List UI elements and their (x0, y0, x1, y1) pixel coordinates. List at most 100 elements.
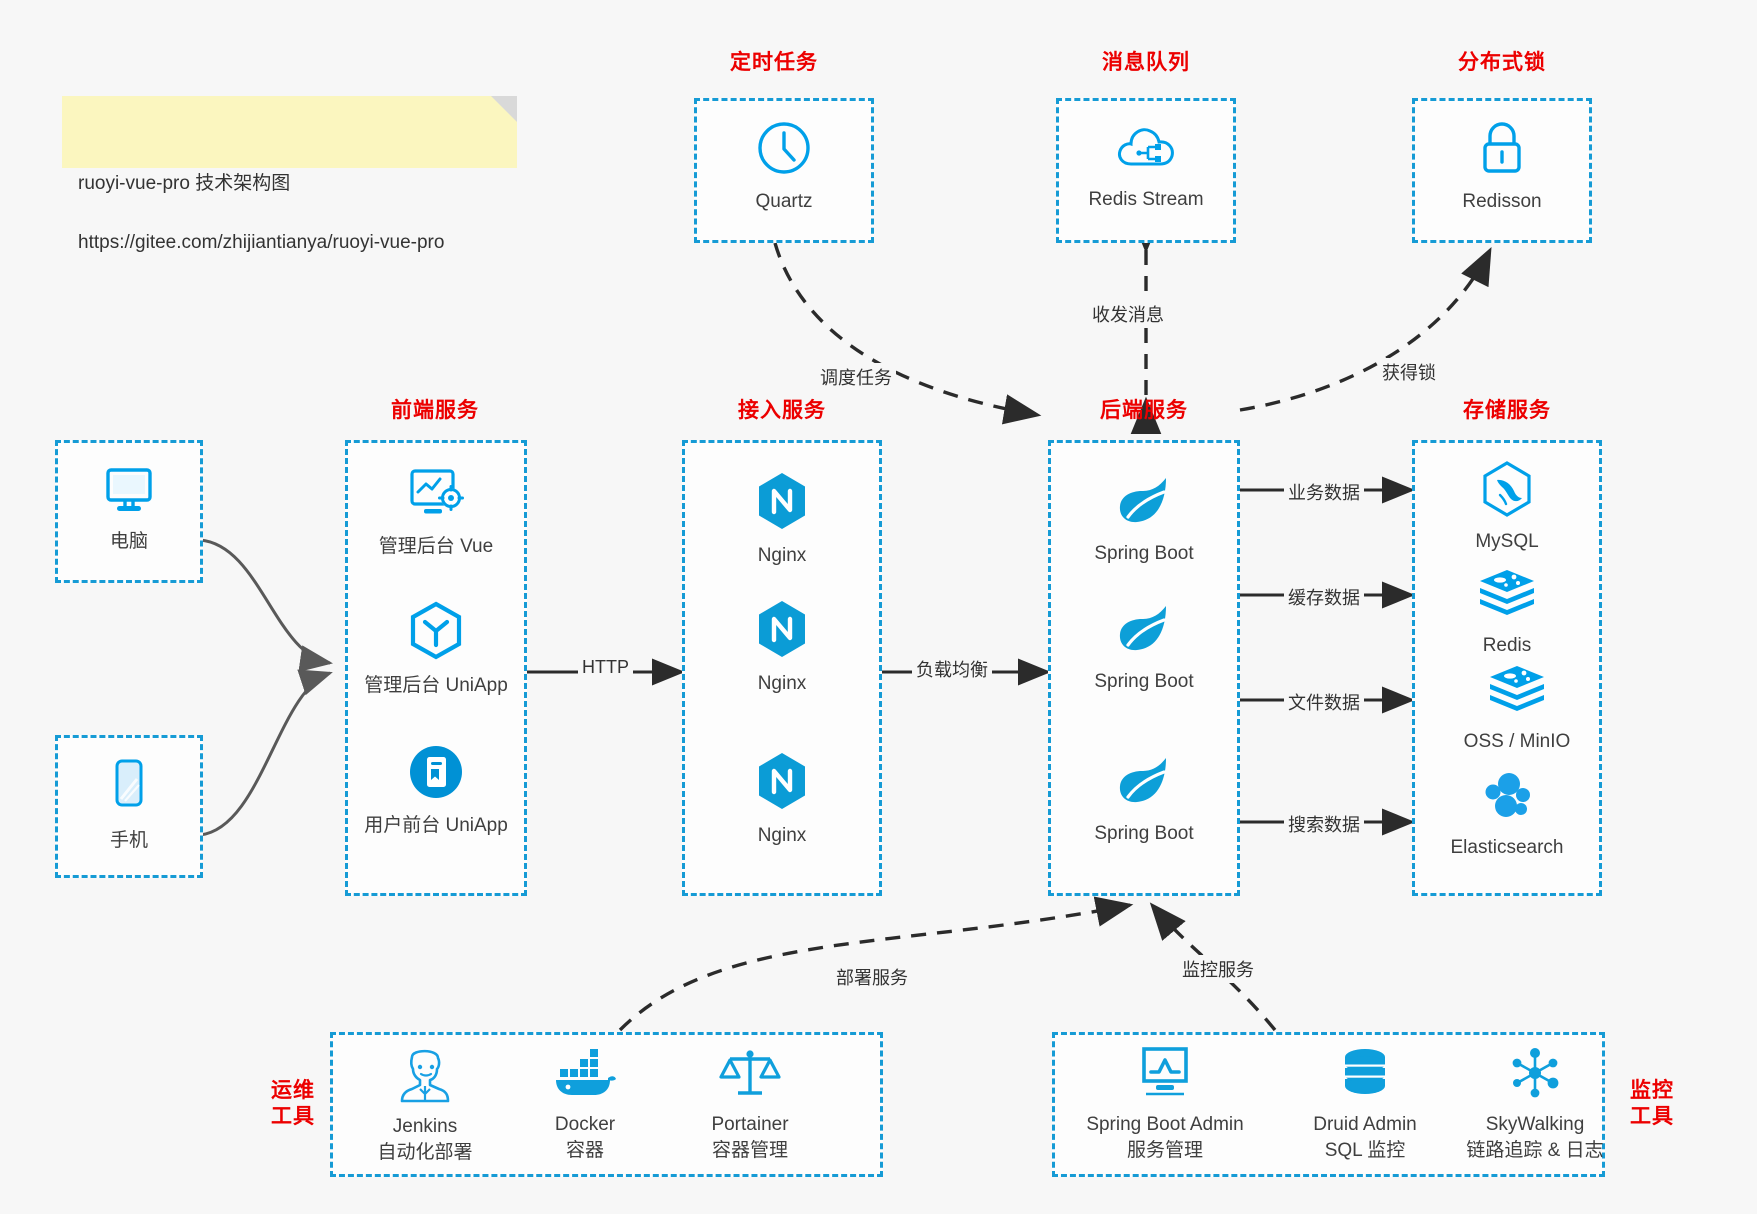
monitor-chart-icon (1134, 1045, 1196, 1106)
edge-label-acquire-lock: 获得锁 (1378, 358, 1440, 386)
node-label: OSS / MinIO (1463, 731, 1571, 752)
database-cylinder-icon (1337, 1045, 1393, 1106)
node-label: Jenkins (392, 1116, 458, 1137)
uniapp-cube-icon (406, 600, 466, 667)
edge-label-business-data: 业务数据 (1284, 478, 1364, 506)
node-label: SkyWalking (1485, 1114, 1585, 1135)
node-nginx-2[interactable]: Nginx (712, 598, 852, 697)
node-portainer[interactable]: Portainer 容器管理 (670, 1045, 830, 1163)
node-spring-boot-3[interactable]: Spring Boot (1074, 750, 1214, 847)
spring-boot-icon (1114, 470, 1174, 535)
group-box-ops-tools (330, 1032, 883, 1177)
node-oss-minio[interactable]: OSS / MinIO (1437, 664, 1597, 755)
edge-label-deploy-service: 部署服务 (832, 963, 912, 991)
edge-label-send-receive-message: 收发消息 (1088, 300, 1168, 328)
group-title-message-queue: 消息队列 (1102, 51, 1190, 74)
note-line-2: https://gitee.com/zhijiantianya/ruoyi-vu… (78, 231, 445, 253)
node-label: Portainer (711, 1114, 789, 1135)
group-box-frontend-services (345, 440, 527, 896)
edge-label-monitor-service: 监控服务 (1178, 955, 1258, 983)
group-box-client-desktop (55, 440, 203, 583)
node-spring-boot-1[interactable]: Spring Boot (1074, 470, 1214, 567)
node-label: Nginx (757, 825, 807, 846)
node-label: 管理后台 UniApp (364, 675, 508, 696)
node-admin-vue[interactable]: 管理后台 Vue (355, 465, 517, 560)
edge-label-http: HTTP (578, 656, 633, 679)
node-jenkins[interactable]: Jenkins 自动化部署 (350, 1045, 500, 1165)
node-label: Spring Boot (1094, 543, 1194, 564)
group-title-monitor-tools: 监控 工具 (1617, 1078, 1687, 1131)
node-sublabel: 自动化部署 (377, 1141, 473, 1163)
docker-whale-icon (552, 1045, 618, 1106)
node-docker[interactable]: Docker 容器 (510, 1045, 660, 1163)
edge-backend-to-storage (1240, 476, 1415, 836)
lock-icon (1473, 118, 1531, 183)
node-label: 管理后台 Vue (378, 536, 494, 557)
node-sublabel: 容器管理 (711, 1139, 788, 1161)
nginx-icon (753, 598, 811, 665)
node-label: Nginx (757, 545, 807, 566)
edge-label-search-data: 搜索数据 (1284, 810, 1364, 838)
node-spring-boot-2[interactable]: Spring Boot (1074, 598, 1214, 695)
node-desktop[interactable]: 电脑 (75, 462, 183, 555)
group-title-frontend-services: 前端服务 (391, 399, 479, 422)
nginx-icon (753, 470, 811, 537)
nginx-icon (753, 750, 811, 817)
node-admin-uniapp[interactable]: 管理后台 UniApp (355, 600, 517, 699)
monitor-title-line-1: 监控 (1630, 1079, 1674, 1102)
node-label: 手机 (109, 830, 148, 851)
node-druid-admin[interactable]: Druid Admin SQL 监控 (1285, 1045, 1445, 1163)
node-label: Spring Boot (1094, 823, 1194, 844)
node-label: Elasticsearch (1450, 837, 1564, 858)
node-elasticsearch[interactable]: Elasticsearch (1427, 768, 1587, 861)
desktop-monitor-icon (99, 462, 159, 523)
node-mysql[interactable]: MySQL (1437, 460, 1577, 555)
dashboard-gear-icon (405, 465, 467, 528)
spring-boot-icon (1114, 598, 1174, 663)
diagram-note: ruoyi-vue-pro 技术架构图 https://gitee.com/zh… (62, 96, 517, 253)
node-sublabel: 服务管理 (1126, 1139, 1203, 1161)
elasticsearch-icon (1478, 768, 1536, 829)
mobile-phone-icon (107, 757, 151, 822)
node-label: 用户前台 UniApp (364, 815, 508, 836)
node-label: MySQL (1475, 531, 1539, 552)
portainer-scales-icon (717, 1045, 783, 1106)
node-user-uniapp[interactable]: 用户前台 UniApp (355, 742, 517, 839)
ops-title-line-2: 工具 (271, 1105, 315, 1129)
group-box-message-queue (1056, 98, 1236, 243)
node-sublabel: 链路追踪 & 日志 (1466, 1139, 1604, 1161)
node-redisson[interactable]: Redisson (1432, 118, 1572, 215)
node-label: Quartz (755, 191, 813, 212)
node-label: Spring Boot (1094, 671, 1194, 692)
edge-label-cache-data: 缓存数据 (1284, 583, 1364, 611)
node-mobile[interactable]: 手机 (75, 757, 183, 854)
node-redis-stream[interactable]: Redis Stream (1076, 120, 1216, 213)
skywalking-node-icon (1505, 1045, 1565, 1106)
ops-title-line-1: 运维 (271, 1079, 315, 1102)
edge-label-schedule-task: 调度任务 (816, 363, 896, 391)
node-spring-boot-admin[interactable]: Spring Boot Admin 服务管理 (1065, 1045, 1265, 1163)
group-title-distributed-lock: 分布式锁 (1458, 51, 1546, 74)
node-label: Redis Stream (1088, 189, 1204, 210)
node-nginx-1[interactable]: Nginx (712, 470, 852, 569)
spring-boot-icon (1114, 750, 1174, 815)
app-book-icon (406, 742, 466, 807)
jenkins-butler-icon (394, 1045, 456, 1108)
group-title-access-services: 接入服务 (738, 399, 826, 422)
node-label: Redis (1482, 635, 1532, 656)
redis-stack-icon (1476, 568, 1538, 627)
group-title-scheduled-tasks: 定时任务 (730, 51, 818, 74)
node-quartz[interactable]: Quartz (714, 118, 854, 215)
monitor-title-line-2: 工具 (1630, 1105, 1674, 1129)
node-sublabel: 容器 (565, 1139, 604, 1161)
node-label: 电脑 (109, 531, 148, 552)
node-redis[interactable]: Redis (1437, 568, 1577, 659)
group-title-backend-services: 后端服务 (1100, 399, 1188, 422)
node-sublabel: SQL 监控 (1324, 1139, 1406, 1161)
edge-label-file-data: 文件数据 (1284, 688, 1364, 716)
node-nginx-3[interactable]: Nginx (712, 750, 852, 849)
node-skywalking[interactable]: SkyWalking 链路追踪 & 日志 (1440, 1045, 1630, 1163)
edge-clients-to-frontend (199, 538, 333, 837)
group-title-ops-tools: 运维 工具 (258, 1078, 328, 1131)
